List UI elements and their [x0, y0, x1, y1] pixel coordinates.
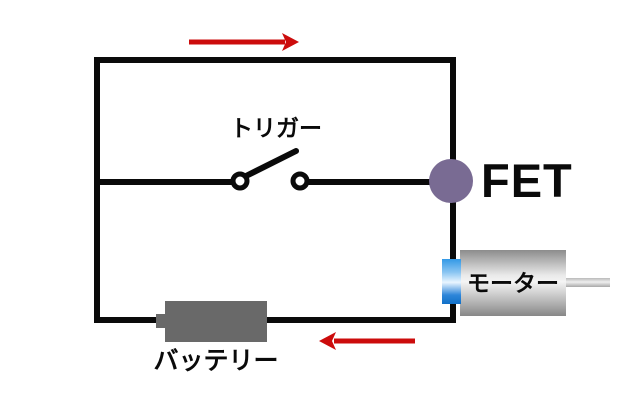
battery-label: バッテリー [153, 347, 279, 375]
trigger-label: トリガー [230, 115, 322, 141]
circuit-loop-wire [94, 57, 456, 323]
fet-label: FET [481, 154, 573, 207]
current-arrow-left-head [319, 332, 336, 350]
motor-body: モーター [460, 250, 566, 316]
battery-body [165, 301, 267, 342]
switch-lever [241, 148, 299, 180]
motor-label: モーター [467, 269, 559, 296]
current-arrow-right-head [282, 33, 299, 51]
motor-terminal-band [442, 259, 461, 304]
fet-node-circle [429, 159, 473, 203]
current-arrow-left-icon [319, 332, 415, 350]
battery-terminal [156, 314, 166, 328]
current-arrow-right-icon [189, 33, 299, 51]
motor-shaft [566, 278, 610, 287]
switch-terminal-left [230, 171, 250, 191]
switch-terminal-right [290, 171, 310, 191]
